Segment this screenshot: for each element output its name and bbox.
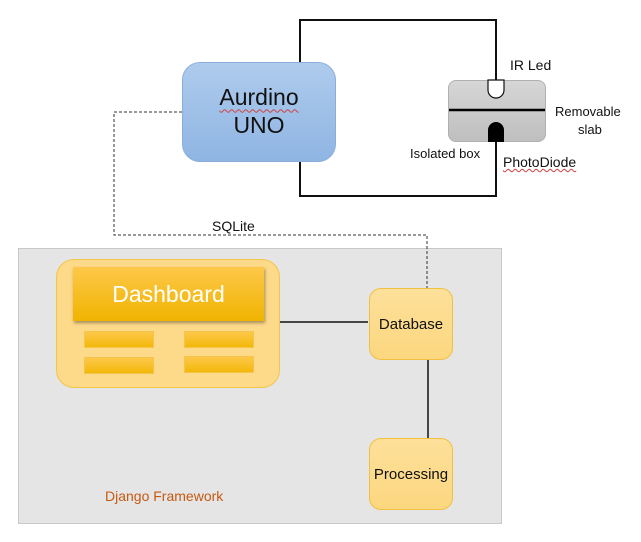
- ir-led-label: IR Led: [510, 57, 552, 73]
- arduino-label-line2: UNO: [233, 112, 285, 138]
- wire-top: [299, 19, 497, 80]
- slab-label-line1: Removable: [555, 104, 621, 119]
- wire-bottom: [299, 142, 497, 197]
- photodiode-icon: [488, 122, 504, 142]
- arduino-label-line1: Aurdino: [219, 84, 299, 111]
- photodiode-label: PhotoDiode: [503, 154, 577, 170]
- dashboard-widget: [184, 356, 254, 373]
- sqlite-dashed-link: [113, 111, 428, 288]
- database-node: Database: [369, 288, 453, 360]
- processing-node: Processing: [369, 438, 453, 510]
- sqlite-label: SQLite: [212, 218, 255, 234]
- dashboard-widget: [184, 331, 254, 348]
- framework-label: Django Framework: [105, 488, 224, 504]
- isolated-box-label: Isolated box: [410, 146, 481, 161]
- dashboard-widget: [84, 331, 154, 348]
- slab-label-line2: slab: [578, 122, 602, 137]
- dashboard-widget: [84, 357, 154, 374]
- ir-led-icon: [487, 79, 505, 99]
- arduino-uno-node: Aurdino UNO: [182, 62, 336, 162]
- dashboard-title: Dashboard: [73, 267, 264, 321]
